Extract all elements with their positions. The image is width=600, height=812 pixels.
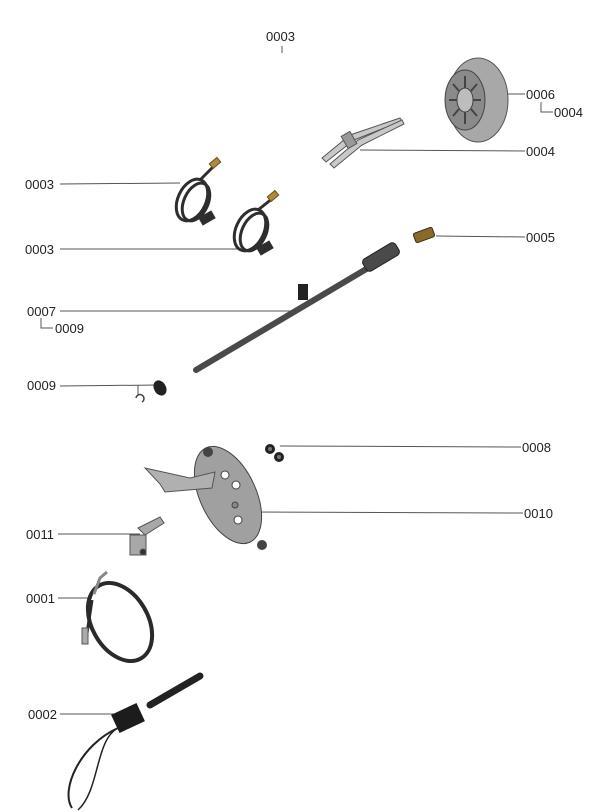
callout-0004-burner-head-sub[interactable]: 0004 (554, 105, 583, 120)
ignition-electrode-part (321, 117, 405, 169)
nozzle-rod-part (193, 242, 400, 373)
callout-0007-nozzle-rod[interactable]: 0007 (27, 304, 56, 319)
callout-0011-bracket[interactable]: 0011 (26, 527, 54, 542)
clip-part (135, 380, 167, 403)
callout-0008-grommets[interactable]: 0008 (522, 440, 551, 455)
hose-upper-part (174, 156, 222, 226)
callout-0009-nozzle-rod-sub[interactable]: 0009 (55, 321, 84, 336)
leader-lines (40, 46, 553, 715)
photocell-part (67, 672, 204, 811)
callout-0003-hose-upper[interactable]: 0003 (25, 177, 54, 192)
callout-0003-hose-lower[interactable]: 0003 (25, 242, 54, 257)
callout-0001-oil-hose[interactable]: 0001 (26, 591, 55, 606)
burner-head-part (444, 57, 509, 143)
callout-0009-clip[interactable]: 0009 (27, 378, 56, 393)
nozzle-part (412, 226, 436, 244)
grommets-part (265, 444, 284, 462)
hose-lower-part (232, 189, 280, 256)
callout-0003-top[interactable]: 0003 (266, 29, 295, 44)
callout-0004-electrode[interactable]: 0004 (526, 144, 555, 159)
mounting-plate-part (143, 445, 267, 550)
oil-hose-part (81, 570, 155, 663)
bracket-part (129, 516, 165, 556)
callout-0010-mounting-plate[interactable]: 0010 (524, 506, 553, 521)
callout-0006-burner-head[interactable]: 0006 (526, 87, 555, 102)
callout-0005-nozzle[interactable]: 0005 (526, 230, 555, 245)
callout-0002-photocell[interactable]: 0002 (28, 707, 57, 722)
